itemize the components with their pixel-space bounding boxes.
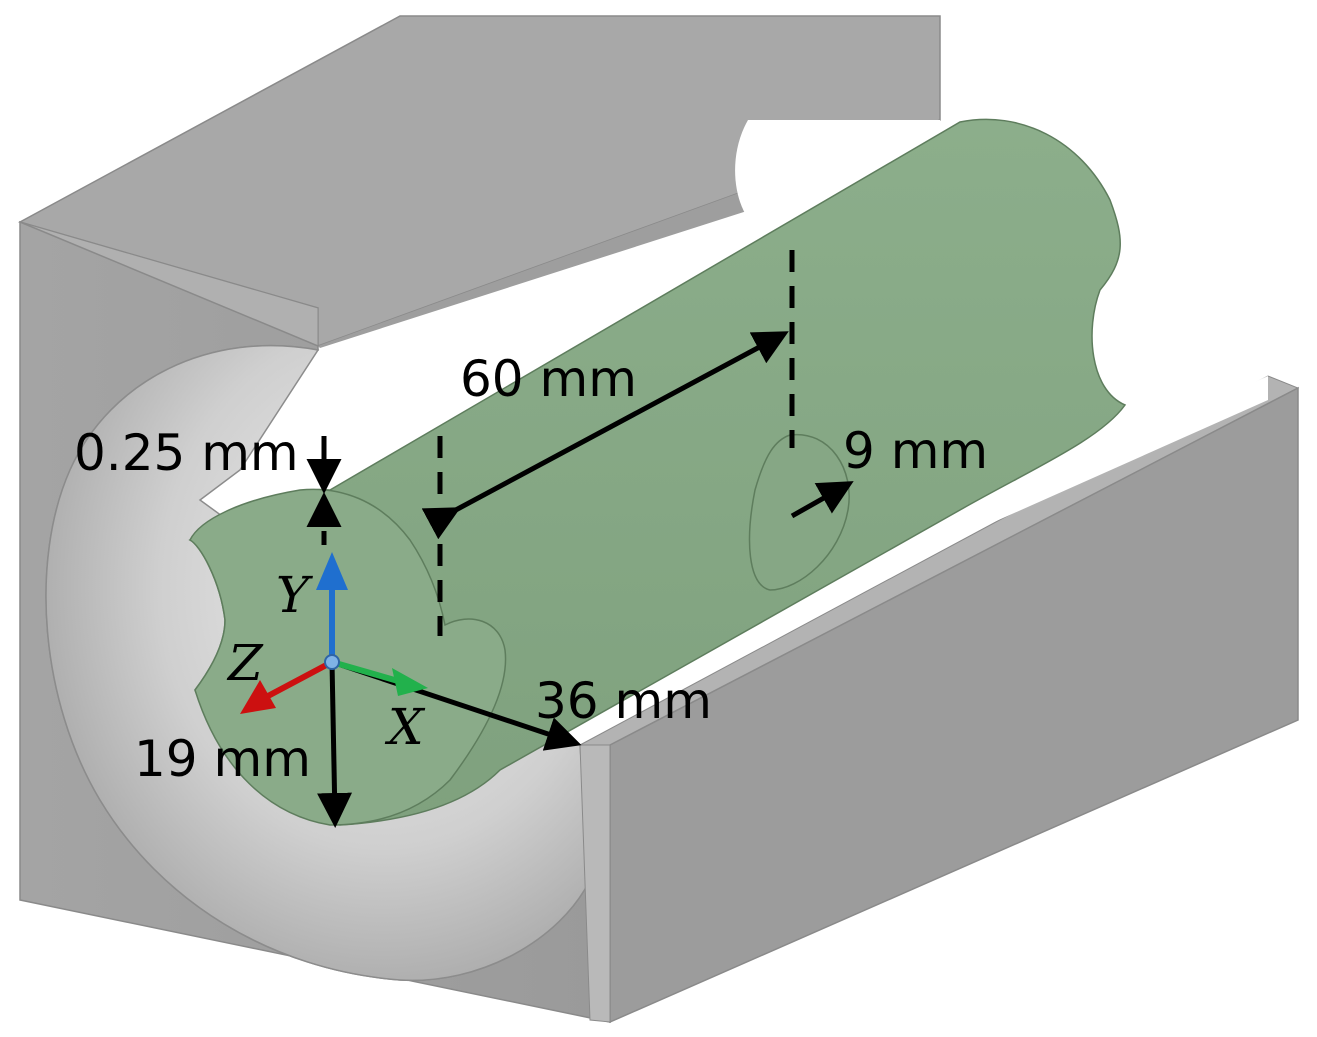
label-axis-x: X (384, 698, 426, 756)
label-axis-z: Z (226, 634, 264, 692)
axis-x-arrowhead (392, 668, 428, 696)
tube-end-face (188, 488, 507, 826)
axis-origin (324, 654, 340, 670)
label-axis-y: Y (276, 566, 313, 624)
axis-z-arrow (266, 659, 334, 699)
housing-back-curve (735, 120, 940, 230)
label-tube-radius: 19 mm (134, 730, 311, 788)
label-length: 60 mm (460, 350, 637, 408)
housing-inner-groove (905, 376, 1268, 555)
label-outer-radius: 36 mm (535, 672, 712, 730)
dim-hole-radius-arrow (790, 481, 854, 519)
housing-right-block-inner (579, 744, 611, 1023)
dim-tube-radius-arrow (317, 661, 353, 828)
label-hole-radius: 9 mm (843, 422, 988, 480)
label-gap: 0.25 mm (74, 424, 299, 482)
axis-x-arrow (331, 659, 399, 684)
dim-length-arrow (421, 331, 789, 540)
axis-y-arrowhead (316, 552, 348, 590)
axis-z-arrowhead (240, 680, 276, 714)
